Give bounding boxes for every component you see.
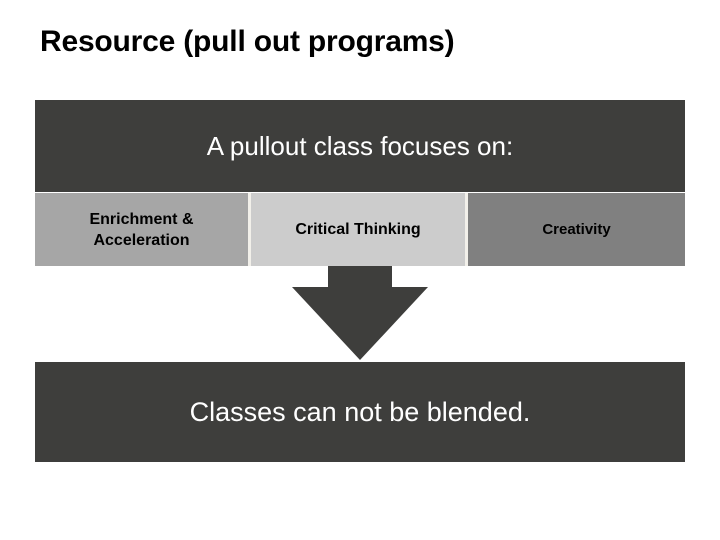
focus-box-critical-thinking-label: Critical Thinking xyxy=(295,220,421,238)
focus-box-enrichment-acceleration-label: Enrichment & Acceleration xyxy=(89,209,193,251)
focus-box-enrichment-acceleration: Enrichment & Acceleration xyxy=(35,193,251,266)
focus-box-creativity: Creativity xyxy=(468,193,685,266)
top-banner: A pullout class focuses on: xyxy=(35,100,685,192)
bottom-banner: Classes can not be blended. xyxy=(35,362,685,462)
focus-label-line-2: Acceleration xyxy=(93,231,190,249)
bottom-banner-text: Classes can not be blended. xyxy=(189,396,531,427)
top-banner-text: A pullout class focuses on: xyxy=(206,130,514,161)
focus-box-critical-thinking: Critical Thinking xyxy=(251,193,468,266)
focus-label-line-1: Enrichment & xyxy=(89,210,194,228)
down-arrow-icon xyxy=(292,266,428,360)
page-title: Resource (pull out programs) xyxy=(40,25,455,58)
focus-box-creativity-label: Creativity xyxy=(542,221,611,238)
focus-areas-row: Enrichment & Acceleration Critical Think… xyxy=(35,193,685,266)
